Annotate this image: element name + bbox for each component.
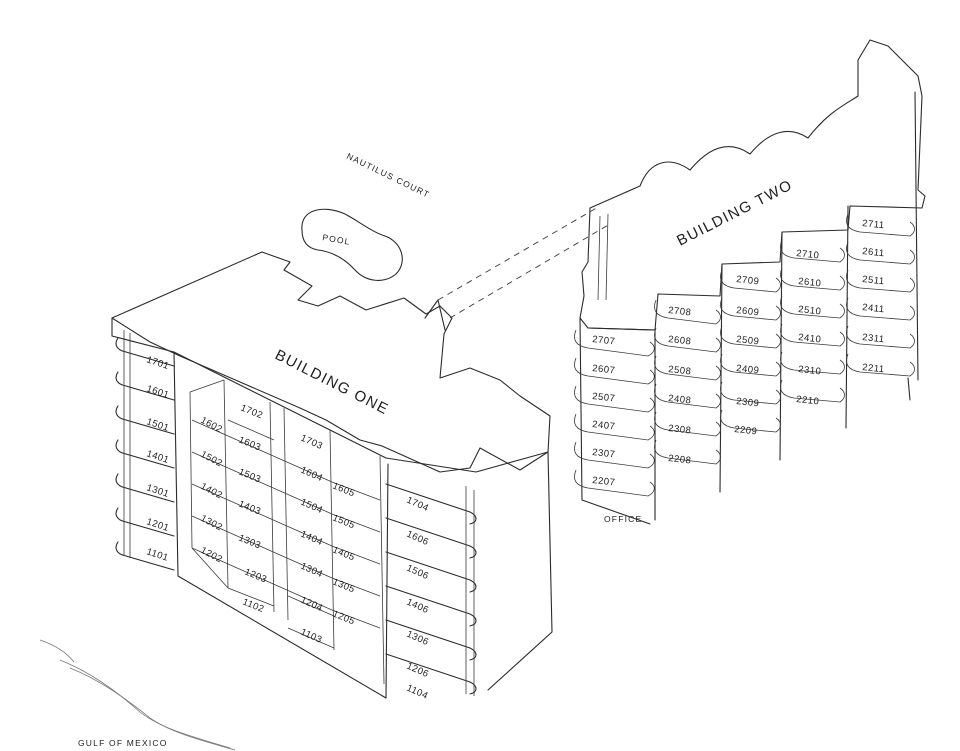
unit-label: 1304 [299,561,325,580]
unit-label: 2507 [592,391,616,404]
building-one-roof [111,251,551,473]
unit-label: 2410 [798,332,822,345]
unit-label: 2708 [668,305,692,318]
unit-label: 1305 [331,577,357,596]
unit-label: 2210 [796,394,820,407]
building-one-right-balconies [385,483,477,696]
street-label: NAUTILUS COURT [345,151,431,200]
building-two-roof [579,39,926,331]
unit-label: 1405 [331,545,357,564]
unit-label: 2311 [862,332,885,345]
unit-label: 1204 [299,595,325,614]
unit-label: 1306 [405,629,431,648]
unit-label: 2711 [862,218,885,231]
unit-label: 1205 [331,609,357,628]
building-one [111,251,553,699]
unit-label: 2707 [592,334,616,347]
unit-label: 1605 [331,481,357,500]
unit-label: 1701 [145,354,170,372]
unit-label: 1501 [145,416,170,434]
unit-label: 2510 [798,304,822,317]
unit-label: 2207 [592,475,616,488]
unit-label: 1504 [299,497,325,516]
unit-label: 1603 [237,435,263,454]
unit-label: 2509 [736,334,760,347]
unit-label: 2607 [592,363,616,376]
shoreline [39,639,236,751]
walkway [424,205,611,331]
unit-label: 2411 [862,302,885,315]
building-two-label: BUILDING TWO [674,176,796,249]
building-one-left-balconies [115,330,175,571]
building-one-label: BUILDING ONE [272,346,392,418]
unit-label: 1404 [299,529,325,548]
unit-label: 2611 [862,246,885,259]
unit-label: 2310 [798,364,822,377]
unit-label: 2208 [668,453,692,466]
unit-label: 1703 [299,433,325,452]
unit-label: 2408 [668,393,692,406]
unit-label: 1503 [237,467,263,486]
unit-label: 2609 [736,305,760,318]
unit-label: 1602 [199,415,225,436]
unit-label: 2211 [862,362,885,375]
unit-label: 2407 [592,419,616,432]
unit-label: 2309 [736,396,760,409]
unit-label: 1202 [199,545,225,566]
unit-label: 1601 [145,383,170,401]
text-labels: BUILDING ONE BUILDING TWO NAUTILUS COURT… [78,151,796,748]
unit-label: 1505 [331,513,357,532]
unit-label: 1402 [199,481,225,502]
unit-label: 1102 [241,597,266,616]
pool-label: POOL [322,232,352,247]
building-two-floors [574,213,915,497]
building-two [574,39,926,525]
unit-label: 1101 [145,546,170,563]
unit-label: 2308 [668,423,692,436]
unit-label: 1303 [237,533,263,552]
building-two-unit-labels: 2707 2607 2507 2407 2307 2207 2708 2608 … [592,218,885,488]
unit-label: 2409 [736,363,760,376]
office-label: OFFICE [604,514,642,524]
unit-label: 2610 [798,276,822,289]
unit-label: 1206 [405,661,431,680]
unit-label: 1702 [239,403,265,422]
unit-label: 1104 [405,683,430,702]
unit-label: 2307 [592,447,616,460]
unit-label: 2608 [668,334,692,347]
building-one-center-floors [191,419,381,649]
unit-label: 1502 [199,449,225,470]
unit-label: 2709 [736,274,760,287]
unit-label: 2710 [796,248,820,261]
unit-label: 1203 [243,567,269,586]
pool-outline [301,208,403,281]
water-label: GULF OF MEXICO [78,738,168,748]
unit-label: 2508 [668,364,692,377]
unit-label: 1302 [199,513,225,534]
unit-label: 1403 [237,499,263,518]
unit-label: 2511 [862,274,885,287]
unit-label: 1604 [299,465,325,484]
unit-label: 2209 [734,424,758,437]
unit-label: 1103 [299,627,324,646]
